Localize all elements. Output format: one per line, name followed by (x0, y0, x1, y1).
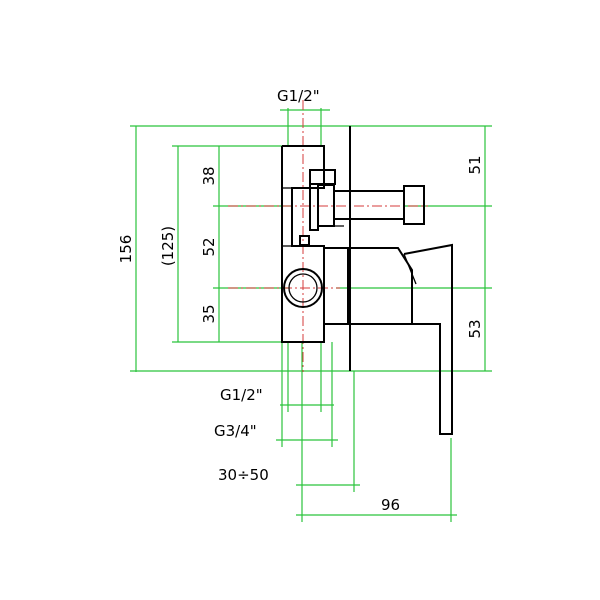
dimension-labels: G1/2" 156 (125) 38 52 35 51 53 G1/2" G3/… (117, 87, 484, 514)
body-height-label: (125) (159, 226, 177, 266)
outlet-three-quarter-label: G3/4" (214, 422, 257, 440)
overall-height-label: 156 (117, 235, 135, 264)
wall-range-label: 30÷50 (218, 466, 269, 484)
right-top-label: 51 (466, 155, 484, 174)
top-offset-label: 38 (200, 166, 218, 185)
right-bottom-label: 53 (466, 319, 484, 338)
outlet-half-label: G1/2" (220, 386, 263, 404)
middle-spacing-label: 52 (200, 237, 218, 256)
valve-body (281, 126, 453, 435)
center-lines (228, 100, 428, 372)
projection-label: 96 (381, 496, 400, 514)
dimension-lines (130, 108, 492, 522)
outlet-ring (283, 268, 323, 308)
outlet-bore (288, 273, 318, 303)
top-connection-label: G1/2" (277, 87, 320, 105)
bottom-offset-label: 35 (200, 304, 218, 323)
